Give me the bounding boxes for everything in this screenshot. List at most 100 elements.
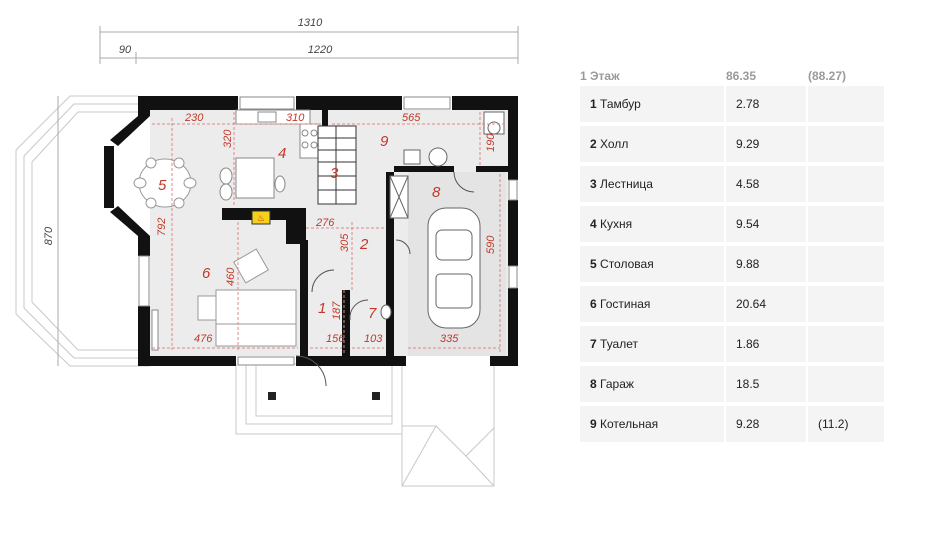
car [427,207,481,329]
room-extra-area [808,366,884,402]
fireplace-icon: ♨ [257,213,265,223]
room-name: Гараж [600,377,634,391]
room-extra-area: (11.2) [808,406,884,442]
dining-table [133,157,197,209]
room-label-6: 6 [202,265,211,282]
room-number: 8 [590,377,597,391]
room-name: Котельная [600,417,659,431]
room-label-9: 9 [380,133,389,150]
room-name: Холл [600,137,629,151]
room-extra-area [808,166,884,202]
dim-left-offset: 90 [119,44,132,56]
room-extra-area [808,286,884,322]
toilet [380,304,392,320]
room-number: 7 [590,337,597,351]
room-number: 6 [590,297,597,311]
room-area: 1.86 [726,326,806,362]
floor-label: 1 Этаж [580,69,620,83]
dim-height: 870 [43,226,55,245]
dim-276: 276 [315,217,335,229]
windows [138,96,518,366]
room-number: 3 [590,177,597,191]
room-area: 9.54 [726,206,806,242]
dim-main-width: 1220 [308,44,333,56]
dim-565: 565 [402,112,421,124]
porch-outline [235,363,402,435]
room-name-cell: 9 Котельная [580,406,724,442]
room-area: 20.64 [726,286,806,322]
walls [104,96,518,366]
room-label-7: 7 [368,305,377,322]
terrace-outline [15,95,150,367]
floor-plan: ♨ [15,17,519,487]
room-number: 5 [590,257,597,271]
floor-area: 86.35 [726,69,757,83]
stairs [317,125,357,205]
room-name: Лестница [600,177,653,191]
boiler-room-items [389,111,505,219]
dim-190: 190 [485,133,497,152]
room-name-cell: 6 Гостиная [580,286,724,322]
kitchen-furniture [219,109,321,201]
room-name-cell: 4 Кухня [580,206,724,242]
room-extra-area [808,326,884,362]
room-label-3: 3 [330,165,339,182]
room-area: 18.5 [726,366,806,402]
dim-156: 156 [326,333,345,345]
room-extra-area [808,126,884,162]
room-area: 9.29 [726,126,806,162]
room-label-2: 2 [359,236,369,253]
room-name: Тамбур [600,97,641,111]
room-extra-area [808,86,884,122]
doors [295,171,475,387]
dim-305: 305 [339,233,351,252]
room-label-1: 1 [318,300,326,317]
room-name: Столовая [600,257,654,271]
dim-590: 590 [485,235,497,254]
dim-460: 460 [225,267,237,286]
dim-476: 476 [194,333,213,345]
dim-792: 792 [156,218,168,236]
dim-230: 230 [184,112,204,124]
living-furniture [197,248,297,347]
table-header: 1 Этаж 86.35 (88.27) [574,66,886,86]
room-name: Кухня [600,217,633,231]
dim-310: 310 [286,112,305,124]
room-area: 9.28 [726,406,806,442]
dim-335: 335 [440,333,459,345]
room-area: 2.78 [726,86,806,122]
room-extra-area [808,206,884,242]
room-name-cell: 3 Лестница [580,166,724,202]
room-name-cell: 5 Столовая [580,246,724,282]
room-name: Гостиная [600,297,651,311]
floor-total-area: (88.27) [808,69,847,83]
room-name: Туалет [600,337,638,351]
room-name-cell: 7 Туалет [580,326,724,362]
fireplace [251,210,271,225]
room-number: 4 [590,217,597,231]
room-area: 4.58 [726,166,806,202]
room-name-cell: 8 Гараж [580,366,724,402]
room-label-5: 5 [158,177,167,194]
room-area: 9.88 [726,246,806,282]
room-name-cell: 1 Тамбур [580,86,724,122]
dim-187: 187 [331,301,343,320]
dim-320: 320 [222,129,234,148]
room-name-cell: 2 Холл [580,126,724,162]
room-label-4: 4 [278,145,286,162]
room-number: 2 [590,137,597,151]
room-number: 1 [590,97,597,111]
room-extra-area [808,246,884,282]
dim-total-width: 1310 [298,17,323,29]
